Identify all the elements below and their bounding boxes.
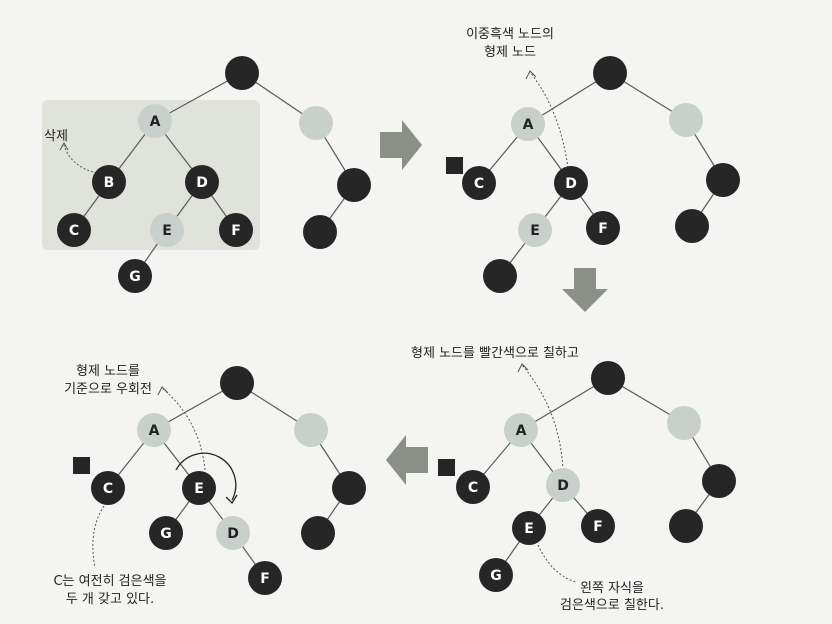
step-arrow-right xyxy=(380,120,422,170)
p1-node-B xyxy=(92,165,126,199)
p2-node-F-label: F xyxy=(598,221,608,237)
p4-node-C-label: C xyxy=(103,481,113,497)
rotate-note-line1: 형제 노드를 xyxy=(76,364,140,379)
p4-node-right-black-1 xyxy=(332,471,366,505)
p3-node-right-black-2 xyxy=(669,509,703,543)
delete-pointer-arrow xyxy=(63,144,94,173)
p3-node-G xyxy=(479,558,513,592)
p1-node-root xyxy=(225,56,259,90)
p1-node-C-label: C xyxy=(69,223,79,239)
p1-node-right-black-2 xyxy=(303,215,337,249)
p3-node-right-black-1 xyxy=(702,464,736,498)
rotation-arc xyxy=(175,452,237,501)
p2-node-E-label: E xyxy=(530,223,540,239)
p4-node-right-black-2 xyxy=(301,516,335,550)
c-note-line2: 두 개 갖고 있다. xyxy=(66,592,154,607)
child-pointer-arrow xyxy=(537,544,577,583)
p1-node-G xyxy=(118,259,152,293)
p3-node-C-label: C xyxy=(468,480,478,496)
p1-node-right-black-1 xyxy=(337,168,371,202)
p4-node-D-label: D xyxy=(227,526,239,542)
recolor-note: 형제 노드를 빨간색으로 칠하고 xyxy=(411,346,579,361)
step-arrow-left xyxy=(386,435,428,485)
double-black-marker xyxy=(446,157,463,174)
p1-node-F-label: F xyxy=(231,223,241,239)
panel-2-nodes: A C D E F xyxy=(462,56,740,293)
p1-node-G-label: G xyxy=(129,269,141,285)
p4-node-A xyxy=(137,413,171,447)
p1-node-D xyxy=(185,165,219,199)
p3-node-F xyxy=(581,509,615,543)
p4-node-A-label: A xyxy=(149,423,160,439)
recolor-pointer-arrow xyxy=(521,364,564,471)
panel-2: 이중흑색 노드의 형제 노드 A C D E F xyxy=(446,27,740,293)
p4-node-right-red xyxy=(294,413,328,447)
p4-node-F-label: F xyxy=(260,571,270,587)
p2-node-D xyxy=(554,166,588,200)
rotate-pointer-arrow xyxy=(161,387,206,471)
p3-node-A xyxy=(504,413,538,447)
p1-node-F xyxy=(219,213,253,247)
p3-node-G-label: G xyxy=(490,568,502,584)
step-arrow-down xyxy=(562,268,608,312)
p1-node-B-label: B xyxy=(104,175,115,191)
p1-node-C xyxy=(57,213,91,247)
p1-node-D-label: D xyxy=(196,175,208,191)
sibling-label-line2: 형제 노드 xyxy=(484,45,536,60)
p2-node-C xyxy=(462,166,496,200)
panel-1: 삭제 A B D C E F G xyxy=(42,56,371,293)
p1-node-A-label: A xyxy=(150,114,161,130)
panel-4: 형제 노드를 기준으로 우회전 C는 여전히 검은색을 두 개 갖고 있다. A… xyxy=(53,364,366,607)
p1-node-E xyxy=(150,213,184,247)
p4-node-G-label: G xyxy=(160,526,172,542)
highlight-subtree xyxy=(42,100,260,250)
p3-node-E-label: E xyxy=(524,521,534,537)
p4-node-root xyxy=(220,366,254,400)
p4-node-F xyxy=(248,561,282,595)
double-black-marker xyxy=(438,459,455,476)
p2-node-E xyxy=(518,213,552,247)
panel-4-nodes: A C E G D F xyxy=(91,366,366,595)
p3-node-F-label: F xyxy=(593,519,603,535)
p4-node-D xyxy=(216,516,250,550)
p3-node-E xyxy=(512,511,546,545)
p4-node-E xyxy=(182,471,216,505)
c-pointer-arrow xyxy=(92,505,105,569)
p3-node-D xyxy=(546,468,580,502)
p4-node-C xyxy=(91,471,125,505)
p4-node-E-label: E xyxy=(194,481,204,497)
double-black-marker xyxy=(73,457,90,474)
p2-node-right-red xyxy=(669,103,703,137)
p2-node-G xyxy=(483,259,517,293)
p2-node-D-label: D xyxy=(565,176,577,192)
p3-node-root xyxy=(591,361,625,395)
rotate-note-line2: 기준으로 우회전 xyxy=(64,382,152,397)
p3-node-C xyxy=(456,470,490,504)
p2-node-F xyxy=(586,211,620,245)
p1-node-E-label: E xyxy=(162,223,172,239)
p2-node-right-black-2 xyxy=(675,209,709,243)
p3-node-D-label: D xyxy=(557,478,569,494)
sibling-label-line1: 이중흑색 노드의 xyxy=(466,27,554,42)
delete-label: 삭제 xyxy=(44,129,68,144)
child-note-line2: 검은색으로 칠한다. xyxy=(560,598,664,613)
p2-node-C-label: C xyxy=(474,176,484,192)
p3-node-right-red xyxy=(667,406,701,440)
panel-3-nodes: A C D E F G xyxy=(456,361,736,592)
p4-node-G xyxy=(149,516,183,550)
p1-node-right-red xyxy=(299,106,333,140)
c-note-line1: C는 여전히 검은색을 xyxy=(53,574,166,589)
p1-node-A xyxy=(138,104,172,138)
p2-node-A-label: A xyxy=(523,117,534,133)
p3-node-A-label: A xyxy=(516,423,527,439)
panel-1-nodes: A B D C E F G xyxy=(57,56,371,293)
p2-node-right-black-1 xyxy=(706,163,740,197)
child-note-line1: 왼쪽 자식을 xyxy=(580,581,644,596)
panel-3: 형제 노드를 빨간색으로 칠하고 왼쪽 자식을 검은색으로 칠한다. A C D… xyxy=(411,346,736,613)
p2-node-A xyxy=(511,107,545,141)
p2-node-root xyxy=(593,56,627,90)
